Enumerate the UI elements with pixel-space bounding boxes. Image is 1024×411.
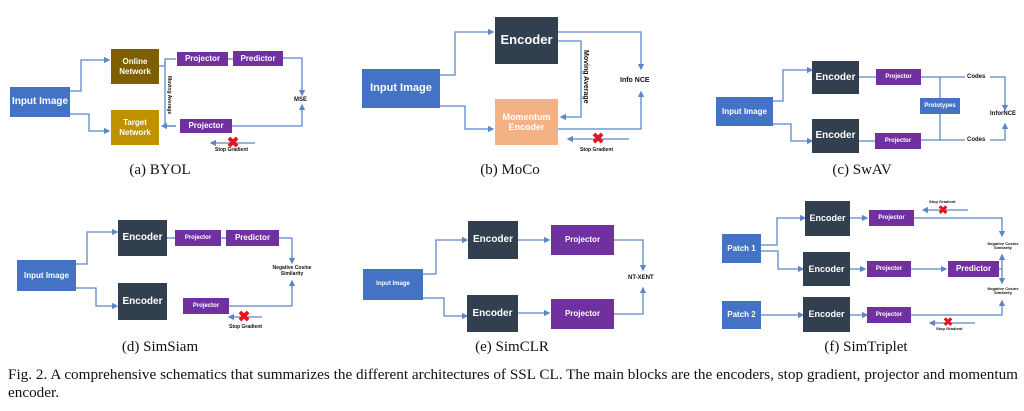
projector-block: Projector [876,69,921,85]
input-image-block: Input Image [362,69,440,108]
info-nce-loss-label: Info NCE [620,77,650,84]
negative-cosine-similarity-label: Negative Cosine Similarity [272,265,312,277]
byol-arrows [70,56,306,147]
stop-gradient-label: Stop Gradient [215,147,249,153]
stop-gradient-label: Stop Gradient [229,324,263,330]
moving-average-label: Moving Average [582,50,589,104]
input-image-block: Input Image [17,260,76,291]
encoder-block: Encoder [495,17,558,64]
predictor-block: Predictor [226,230,279,246]
stop-gradient-cross-icon: ✖ [942,315,954,329]
stop-gradient-label: Stop Gradient [936,326,963,331]
patch-2-block: Patch 2 [722,301,761,329]
projector-block: Projector [180,119,232,133]
encoder-block: Encoder [803,252,850,286]
moving-average-label: Moving Average [166,76,172,115]
projector-block: Projector [177,52,228,66]
encoder-block: Encoder [812,119,859,153]
stop-gradient-label: Stop Gradient [929,199,956,204]
encoder-block: Encoder [803,297,850,332]
codes-label: Codes [967,74,986,80]
predictor-block: Predictor [233,51,283,66]
prototypes-block: Prototypes [920,98,960,114]
encoder-block: Encoder [118,283,167,320]
patch-1-block: Patch 1 [722,234,761,263]
input-image-block: Input Image [716,97,773,126]
online-network-block: Online Network [111,49,159,84]
projector-block: Projector [551,299,614,329]
subcaption-simsiam: (d) SimSiam [121,339,199,355]
infornce-loss-label: InforNCE [990,111,1016,117]
projector-block: Projector [875,133,921,149]
subcaption-byol: (a) BYOL [129,162,191,178]
subcaption-simtriplet: (f) SimTriplet [824,339,908,355]
simclr-arrows [423,236,647,320]
negative-cosine-similarity-label: Negative Cosine Similarity [987,241,1019,251]
input-image-block: Input Image [363,269,423,300]
connector-lines [70,28,1009,327]
stop-gradient-cross-icon: ✖ [226,134,240,152]
swav-arrows [773,66,1009,145]
momentum-encoder-block: Momentum Encoder [495,99,558,145]
subcaption-moco: (b) MoCo [480,162,540,178]
encoder-block: Encoder [467,295,518,332]
stop-gradient-cross-icon: ✖ [237,308,251,326]
simsiam-arrows [76,228,296,321]
nt-xent-loss-label: NT-XENT [628,275,654,281]
input-image-block: Input Image [10,87,70,117]
encoder-block: Encoder [468,221,518,259]
predictor-block: Predictor [948,261,999,277]
stop-gradient-label: Stop Gradient [580,147,614,153]
projector-block: Projector [175,230,221,246]
stop-gradient-cross-icon: ✖ [937,203,949,217]
negative-cosine-similarity-label: Negative Cosine Similarity [987,286,1019,296]
projector-block: Projector [869,210,914,226]
projector-block: Projector [183,298,229,314]
mse-loss-label: MSE [294,97,308,103]
codes-label: Codes [967,137,986,143]
stop-gradient-cross-icon: ✖ [591,130,605,148]
encoder-block: Encoder [118,220,167,256]
encoder-block: Encoder [812,61,859,94]
projector-block: Projector [551,225,614,255]
simtriplet-arrows [761,206,1006,327]
target-network-block: Target Network [111,110,159,145]
moco-arrows [440,28,645,143]
subcaption-swav: (c) SwAV [832,162,892,178]
encoder-block: Encoder [805,201,850,236]
figure: Input Image Online Network Target Networ… [10,17,1019,355]
subcaption-simclr: (e) SimCLR [475,339,549,355]
figure-caption: Fig. 2. A comprehensive schematics that … [8,366,1018,401]
projector-block: Projector [867,307,911,323]
projector-block: Projector [867,261,911,277]
